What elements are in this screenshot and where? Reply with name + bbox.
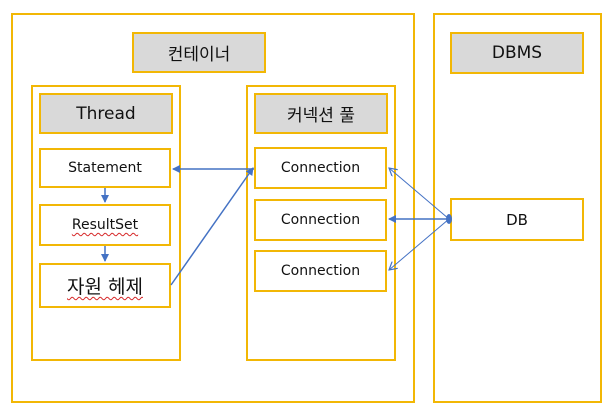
statement-box: Statement	[39, 148, 171, 188]
resultset-label: ResultSet	[71, 217, 139, 233]
resource-release-box: 자원 헤제	[39, 263, 171, 308]
connection-box-1: Connection	[254, 147, 387, 189]
connection-box-2: Connection	[254, 199, 387, 241]
dbms-title: DBMS	[450, 32, 584, 74]
connection-pool-title: 커넥션 풀	[254, 93, 388, 134]
resultset-box: ResultSet	[39, 204, 171, 246]
thread-title: Thread	[39, 93, 173, 134]
container-title: 컨테이너	[132, 32, 266, 73]
connection-box-3: Connection	[254, 250, 387, 292]
db-box: DB	[450, 198, 584, 241]
resource-release-label: 자원 헤제	[67, 276, 143, 298]
